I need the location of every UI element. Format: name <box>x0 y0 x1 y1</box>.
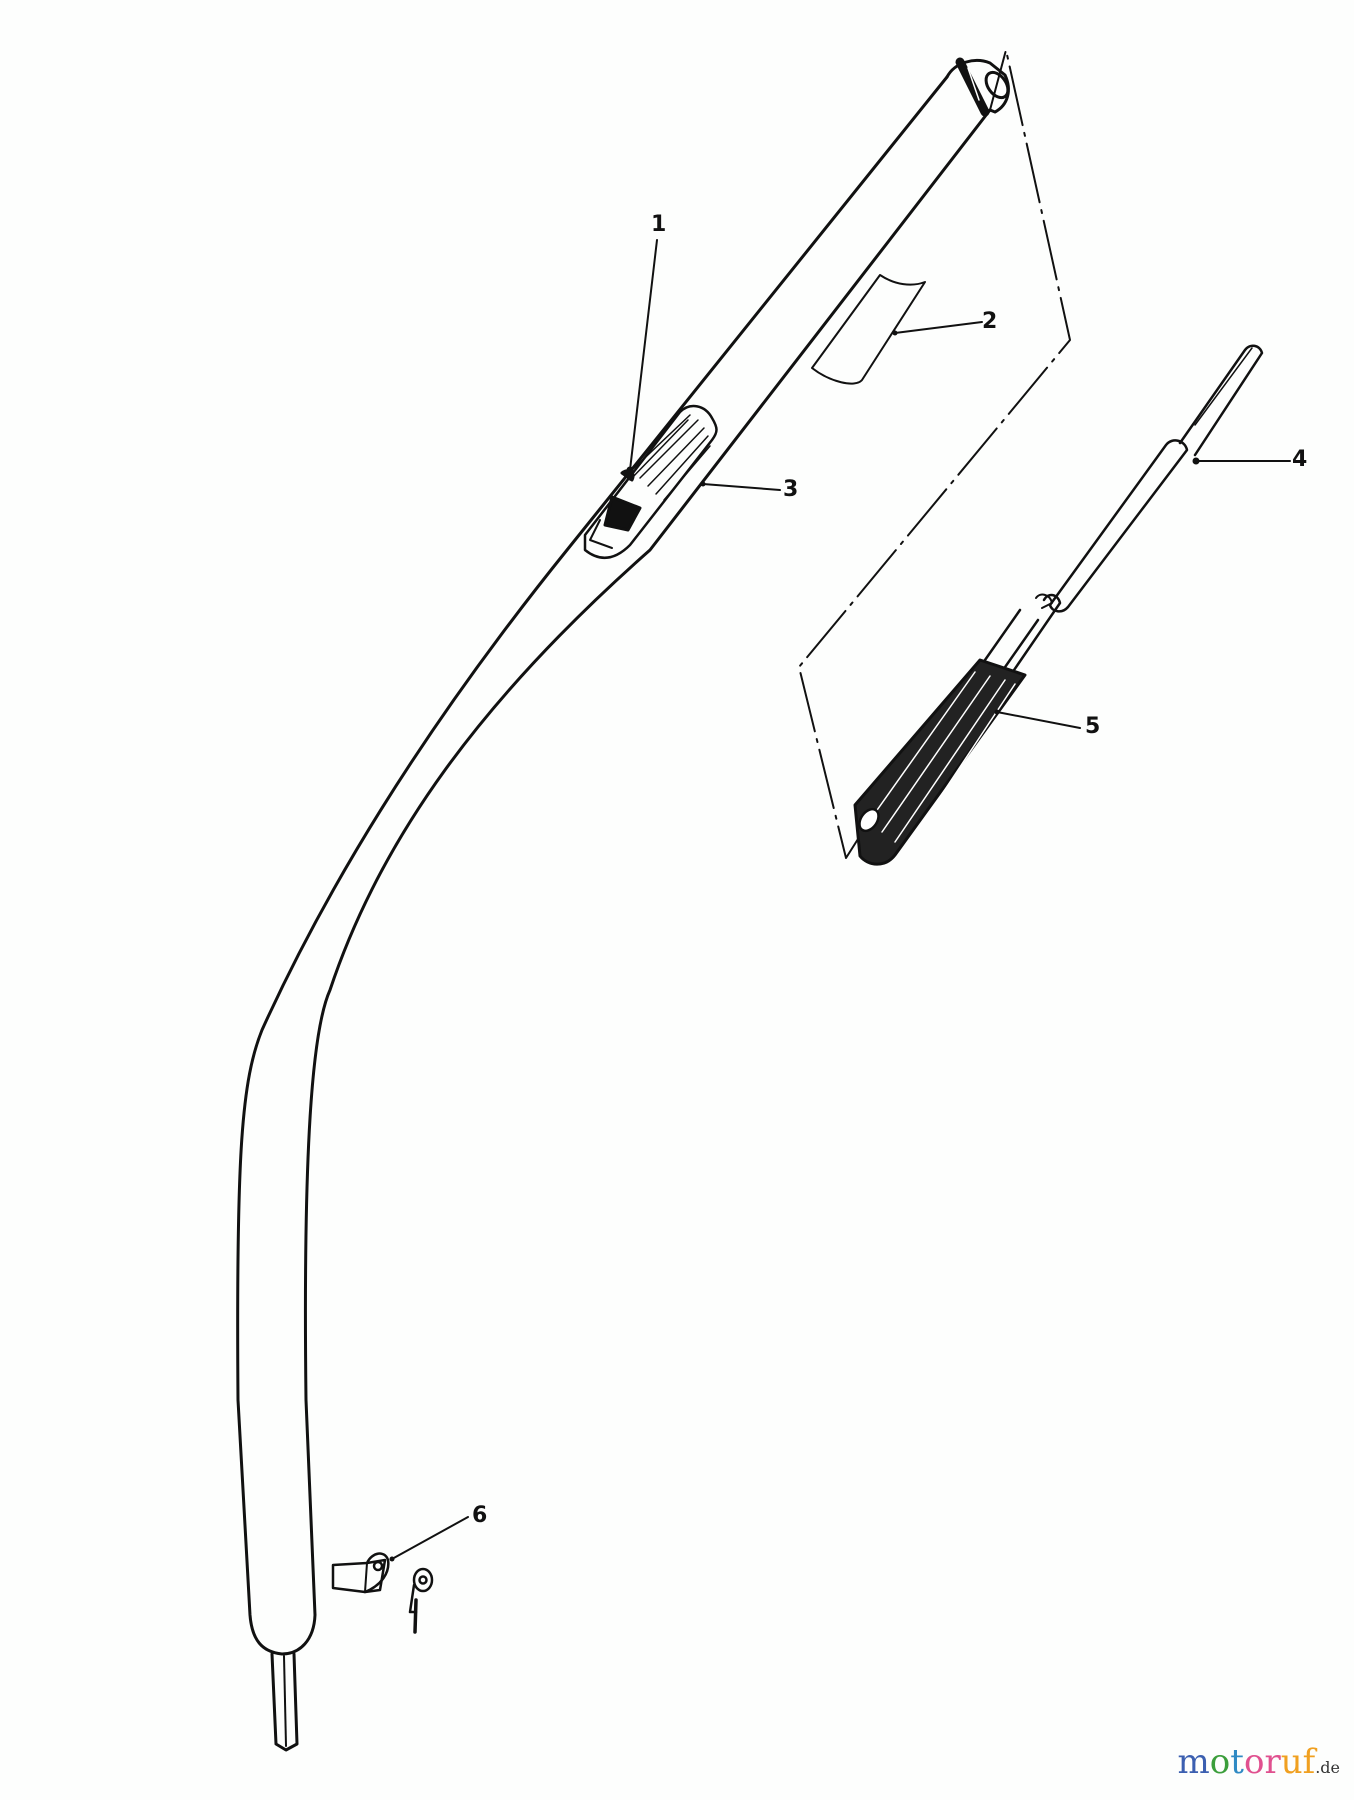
decal-2 <box>811 274 926 385</box>
watermark-letter: t <box>1230 1742 1244 1782</box>
callout-4: 4 <box>1292 447 1308 472</box>
watermark-tld: .de <box>1315 1758 1340 1777</box>
decal-1 <box>583 404 718 559</box>
callout-1: 1 <box>651 212 667 237</box>
leader-1 <box>629 239 658 471</box>
callout-3: 3 <box>783 477 799 502</box>
clamp <box>331 1552 390 1594</box>
callout-6: 6 <box>472 1503 488 1528</box>
leader-lines <box>391 239 1291 1560</box>
watermark-letter: o <box>1209 1742 1231 1782</box>
watermark-letter: r <box>1264 1742 1281 1782</box>
callout-2: 2 <box>982 309 998 334</box>
callout-5: 5 <box>1085 714 1101 739</box>
liner-sleeve <box>853 608 1040 866</box>
leader-5 <box>996 711 1081 729</box>
leader-3 <box>702 483 781 491</box>
watermark-letter: u <box>1280 1742 1303 1782</box>
assembly-outline <box>798 49 1071 859</box>
drive-shaft <box>973 344 1264 711</box>
curved-tube <box>236 57 1010 1752</box>
leader-2 <box>894 321 983 334</box>
watermark-letter: f <box>1302 1742 1316 1782</box>
leader-6 <box>391 1516 469 1560</box>
motoruf-watermark: motoruf.de <box>1178 1742 1340 1782</box>
watermark-letter: m <box>1177 1742 1210 1782</box>
watermark-letter: o <box>1243 1742 1265 1782</box>
screw <box>408 1567 434 1634</box>
